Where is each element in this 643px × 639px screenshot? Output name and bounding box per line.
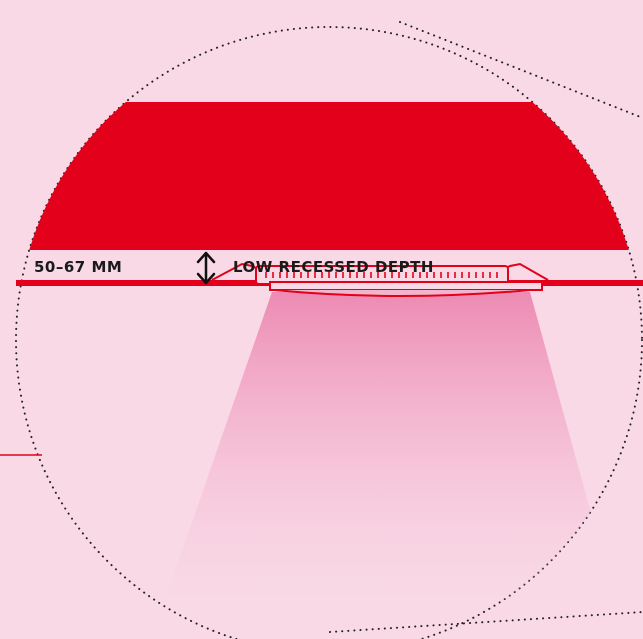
depth-arrow-icon	[196, 251, 216, 285]
ceiling-slab	[16, 102, 642, 250]
light-beam	[165, 292, 615, 600]
fixture-icon	[211, 262, 549, 297]
magnifier-connector-bottom	[329, 611, 643, 633]
magnifier-connector-top	[399, 21, 643, 119]
magnifier-circle	[15, 26, 643, 639]
fixture-fins	[265, 272, 498, 278]
depth-value-label: 50–67 MM	[34, 258, 122, 276]
lens-content	[16, 102, 642, 600]
depth-caption-label: LOW RECESSED DEPTH	[233, 258, 434, 276]
